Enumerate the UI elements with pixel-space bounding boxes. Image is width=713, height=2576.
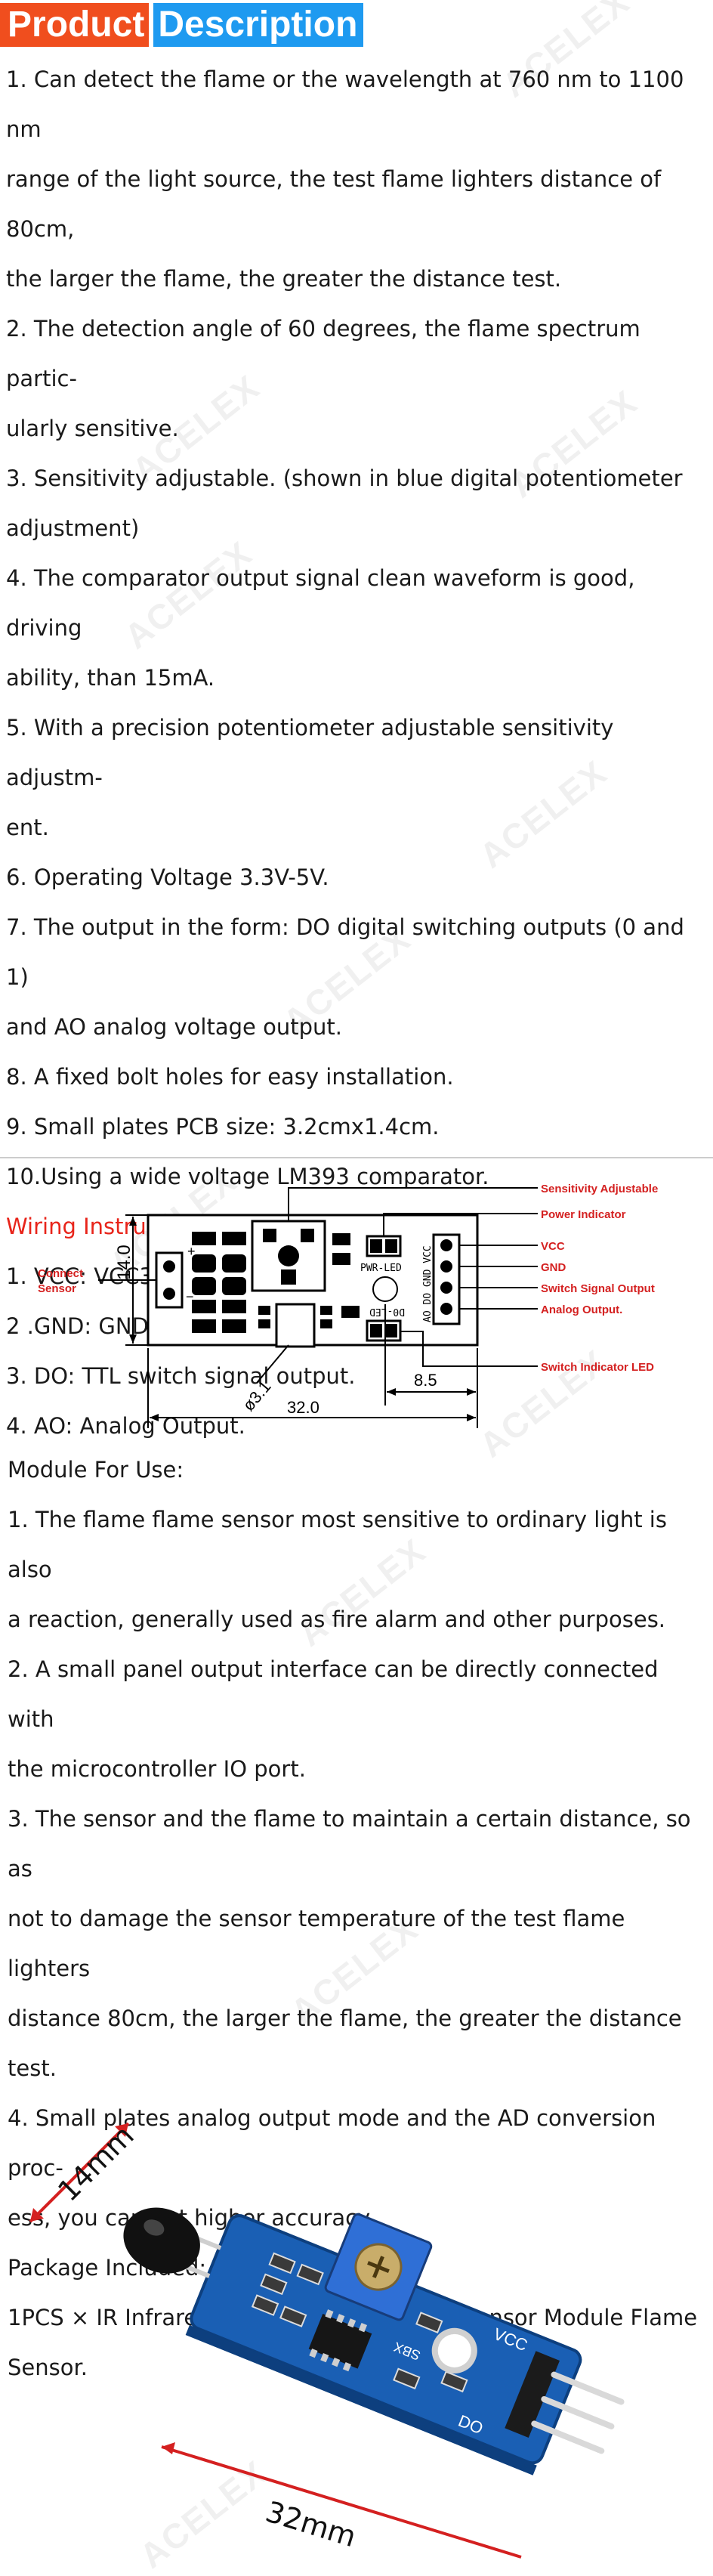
- pcb-pins-text: AO DO GND VCC: [422, 1245, 434, 1322]
- pcb-plus: +: [187, 1244, 196, 1259]
- label-power-indicator: Power Indicator: [541, 1208, 626, 1221]
- feature-line: range of the light source, the test flam…: [6, 166, 662, 242]
- dim-height-label: 14.0: [114, 1245, 134, 1280]
- usage-heading: Module For Use:: [8, 1457, 184, 1483]
- label-sensor: Sensor: [38, 1282, 76, 1295]
- feature-line: 10.Using a wide voltage LM393 comparator…: [6, 1164, 489, 1189]
- label-switch-led: Switch Indicator LED: [541, 1361, 654, 1374]
- usage-line: not to damage the sensor temperature of …: [8, 1906, 625, 1981]
- page-title: Product Description: [0, 3, 364, 47]
- label-gnd: GND: [541, 1261, 566, 1274]
- dim-offset-label: 8.5: [414, 1371, 437, 1390]
- feature-line: 9. Small plates PCB size: 3.2cmx1.4cm.: [6, 1114, 440, 1140]
- label-sensitivity: Sensitivity Adjustable: [541, 1183, 658, 1195]
- feature-line: and AO analog voltage output.: [6, 1014, 342, 1040]
- feature-line: 5. With a precision potentiometer adjust…: [6, 715, 614, 790]
- feature-line: ent.: [6, 815, 49, 840]
- product-photo: VCC DO SBX 14mm 32mm: [29, 2119, 625, 2559]
- usage-line: 2. A small panel output interface can be…: [8, 1656, 659, 1732]
- usage-line: the microcontroller IO port.: [8, 1756, 306, 1782]
- feature-line: 8. A fixed bolt holes for easy installat…: [6, 1064, 454, 1090]
- title-product: Product: [0, 3, 150, 47]
- dim-hole-label: ø3.1: [239, 1377, 274, 1415]
- feature-line: ability, than 15mA.: [6, 665, 215, 691]
- module-dimension-diagram: + − PWR-LED D0-LED: [0, 1157, 713, 1428]
- feature-line: 6. Operating Voltage 3.3V-5V.: [6, 864, 329, 890]
- label-vcc: VCC: [541, 1240, 565, 1253]
- pcb-do-led-text: D0-LED: [369, 1306, 405, 1317]
- usage-line: distance 80cm, the larger the flame, the…: [8, 2005, 682, 2081]
- pcb-minus: −: [186, 1289, 194, 1304]
- wiring-item: 3. DO: TTL switch signal output.: [6, 1363, 356, 1389]
- usage-line: a reaction, generally used as fire alarm…: [8, 1607, 666, 1632]
- feature-line: 1. Can detect the flame or the wavelengt…: [6, 66, 684, 142]
- usage-line: 3. The sensor and the flame to maintain …: [8, 1806, 691, 1882]
- label-connect: Connect: [38, 1267, 83, 1280]
- title-description: Description: [153, 3, 364, 47]
- feature-line: adjustment): [6, 515, 140, 541]
- dim-width-label: 32.0: [287, 1398, 319, 1417]
- label-analog-output: Analog Output.: [541, 1303, 622, 1316]
- feature-line: the larger the flame, the greater the di…: [6, 266, 562, 292]
- photo-dim-height: 14mm: [51, 2119, 140, 2208]
- usage-line: 1. The flame flame sensor most sensitive…: [8, 1507, 667, 1582]
- feature-line: 7. The output in the form: DO digital sw…: [6, 914, 684, 990]
- feature-line: 2. The detection angle of 60 degrees, th…: [6, 316, 640, 391]
- feature-line: 3. Sensitivity adjustable. (shown in blu…: [6, 465, 683, 491]
- pcb-pwr-led-text: PWR-LED: [360, 1263, 402, 1274]
- label-switch-output: Switch Signal Output: [541, 1282, 655, 1295]
- feature-line: 4. The comparator output signal clean wa…: [6, 565, 635, 641]
- feature-line: ularly sensitive.: [6, 416, 179, 441]
- package-line: Sensor.: [8, 2355, 88, 2380]
